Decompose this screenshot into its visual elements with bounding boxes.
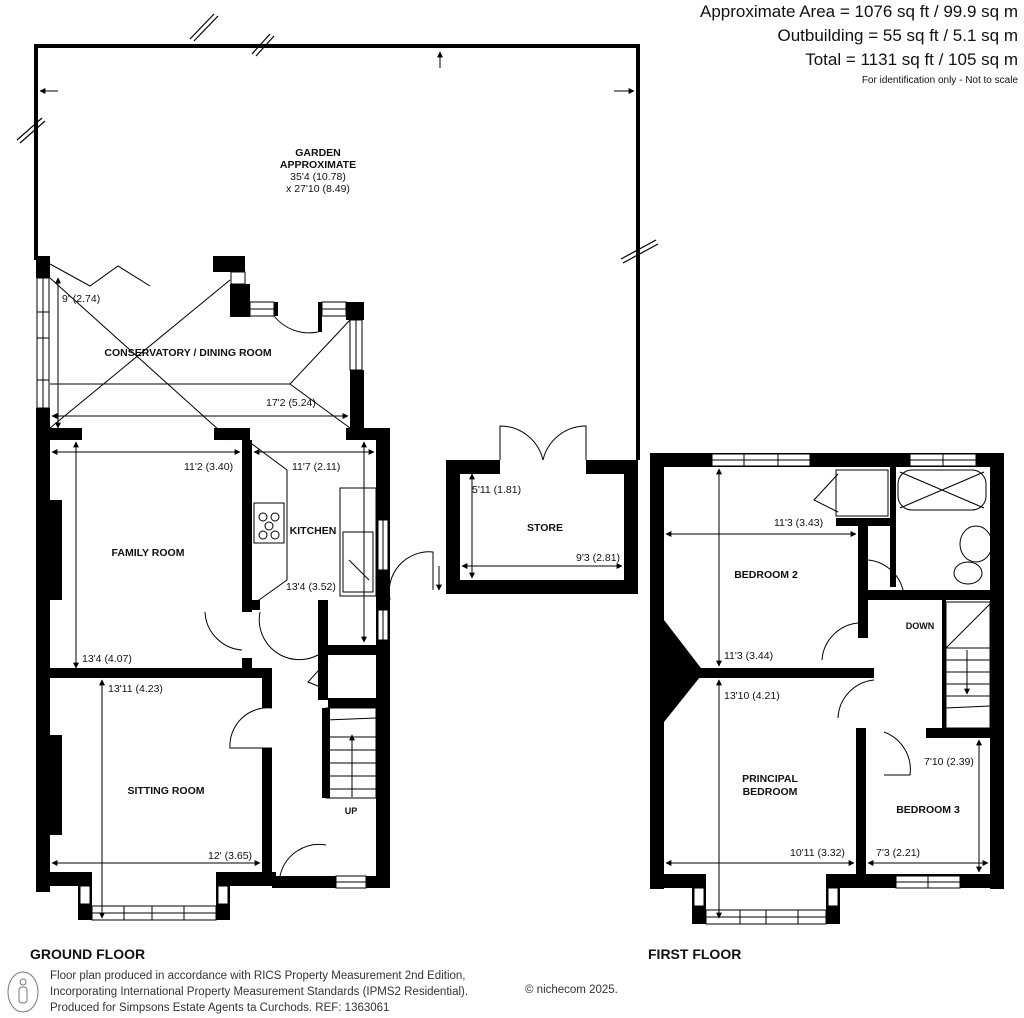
sitting-room-label: SITTING ROOM <box>128 785 205 797</box>
conservatory-dim-height: 9' (2.74) <box>62 293 100 305</box>
approximate-area: Approximate Area = 1076 sq ft / 99.9 sq … <box>700 2 1018 21</box>
ground-floor-plan: CONSERVATORY / DINING ROOM 9' (2.74) 17'… <box>36 256 638 921</box>
outbuilding-area: Outbuilding = 55 sq ft / 5.1 sq m <box>777 26 1019 45</box>
conservatory-dim-width: 17'2 (5.24) <box>266 397 316 409</box>
stairs-down-label: DOWN <box>906 621 935 631</box>
conservatory-label: CONSERVATORY / DINING ROOM <box>104 347 271 359</box>
kitchen-dim-width: 11'7 (2.11) <box>292 461 340 473</box>
garden-dim-2: x 27'10 (8.49) <box>286 183 350 195</box>
store-dim-height: 5'11 (1.81) <box>472 484 521 496</box>
store-dim-width: 9'3 (2.81) <box>576 552 620 564</box>
footer-text: Floor plan produced in accordance with R… <box>50 968 468 1016</box>
store-label: STORE <box>527 522 563 534</box>
ground-floor-title: GROUND FLOOR <box>30 946 146 962</box>
bedroom3-dim-width: 7'3 (2.21) <box>876 847 920 859</box>
break-mark-icon <box>16 33 659 264</box>
family-room-dim-height: 13'4 (4.07) <box>82 653 132 665</box>
footer-line-1: Floor plan produced in accordance with R… <box>50 970 466 982</box>
bedroom2-label: BEDROOM 2 <box>734 569 798 581</box>
garden-label-2: APPROXIMATE <box>280 159 356 171</box>
principal-bedroom-dim-width: 10'11 (3.32) <box>790 847 845 859</box>
family-room-dim-width: 11'2 (3.40) <box>184 461 233 473</box>
bedroom3-label: BEDROOM 3 <box>896 804 960 816</box>
sitting-room-dim-height: 13'11 (4.23) <box>108 683 163 695</box>
bedroom3-dim-height: 7'10 (2.39) <box>924 756 974 768</box>
kitchen-label: KITCHEN <box>290 525 337 537</box>
principal-bedroom-label-2: BEDROOM <box>743 786 798 798</box>
bedroom2-dim-height: 11'3 (3.44) <box>724 650 773 662</box>
person-icon <box>7 971 39 1013</box>
copyright: © nichecom 2025. <box>525 984 618 996</box>
bedroom2-dim-width: 11'3 (3.43) <box>774 517 823 529</box>
principal-bedroom-dim-height: 13'10 (4.21) <box>724 690 780 702</box>
garden: GARDEN APPROXIMATE 35'4 (10.78) x 27'10 … <box>16 13 659 460</box>
stairs-up-label: UP <box>345 806 358 816</box>
garden-dim-1: 35'4 (10.78) <box>290 171 346 183</box>
principal-bedroom-label-1: PRINCIPAL <box>742 773 798 785</box>
garden-label: GARDEN <box>295 147 341 159</box>
family-room-label: FAMILY ROOM <box>112 547 185 559</box>
kitchen-dim-height: 13'4 (3.52) <box>286 581 336 593</box>
sitting-room-dim-width: 12' (3.65) <box>208 850 252 862</box>
first-floor-plan: BEDROOM 2 11'3 (3.43) 11'3 (3.44) PRINCI… <box>650 453 1004 925</box>
disclaimer: For identification only - Not to scale <box>861 75 1018 86</box>
total-area: Total = 1131 sq ft / 105 sq m <box>805 50 1018 69</box>
footer-line-3: Produced for Simpsons Estate Agents ta C… <box>50 1002 390 1014</box>
footer-line-2: Incorporating International Property Mea… <box>50 986 469 998</box>
first-floor-title: FIRST FLOOR <box>648 946 742 962</box>
